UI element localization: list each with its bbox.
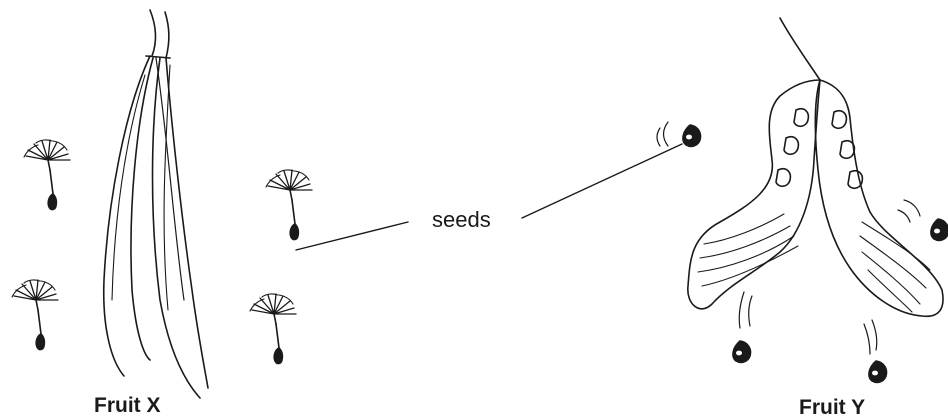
fruit-x-label: Fruit X bbox=[94, 395, 161, 416]
fruit-y-pod bbox=[688, 18, 943, 316]
seeds-label: seeds bbox=[432, 209, 491, 231]
fruit-y-label: Fruit Y bbox=[799, 397, 865, 418]
fruit-x-husk bbox=[104, 10, 208, 398]
